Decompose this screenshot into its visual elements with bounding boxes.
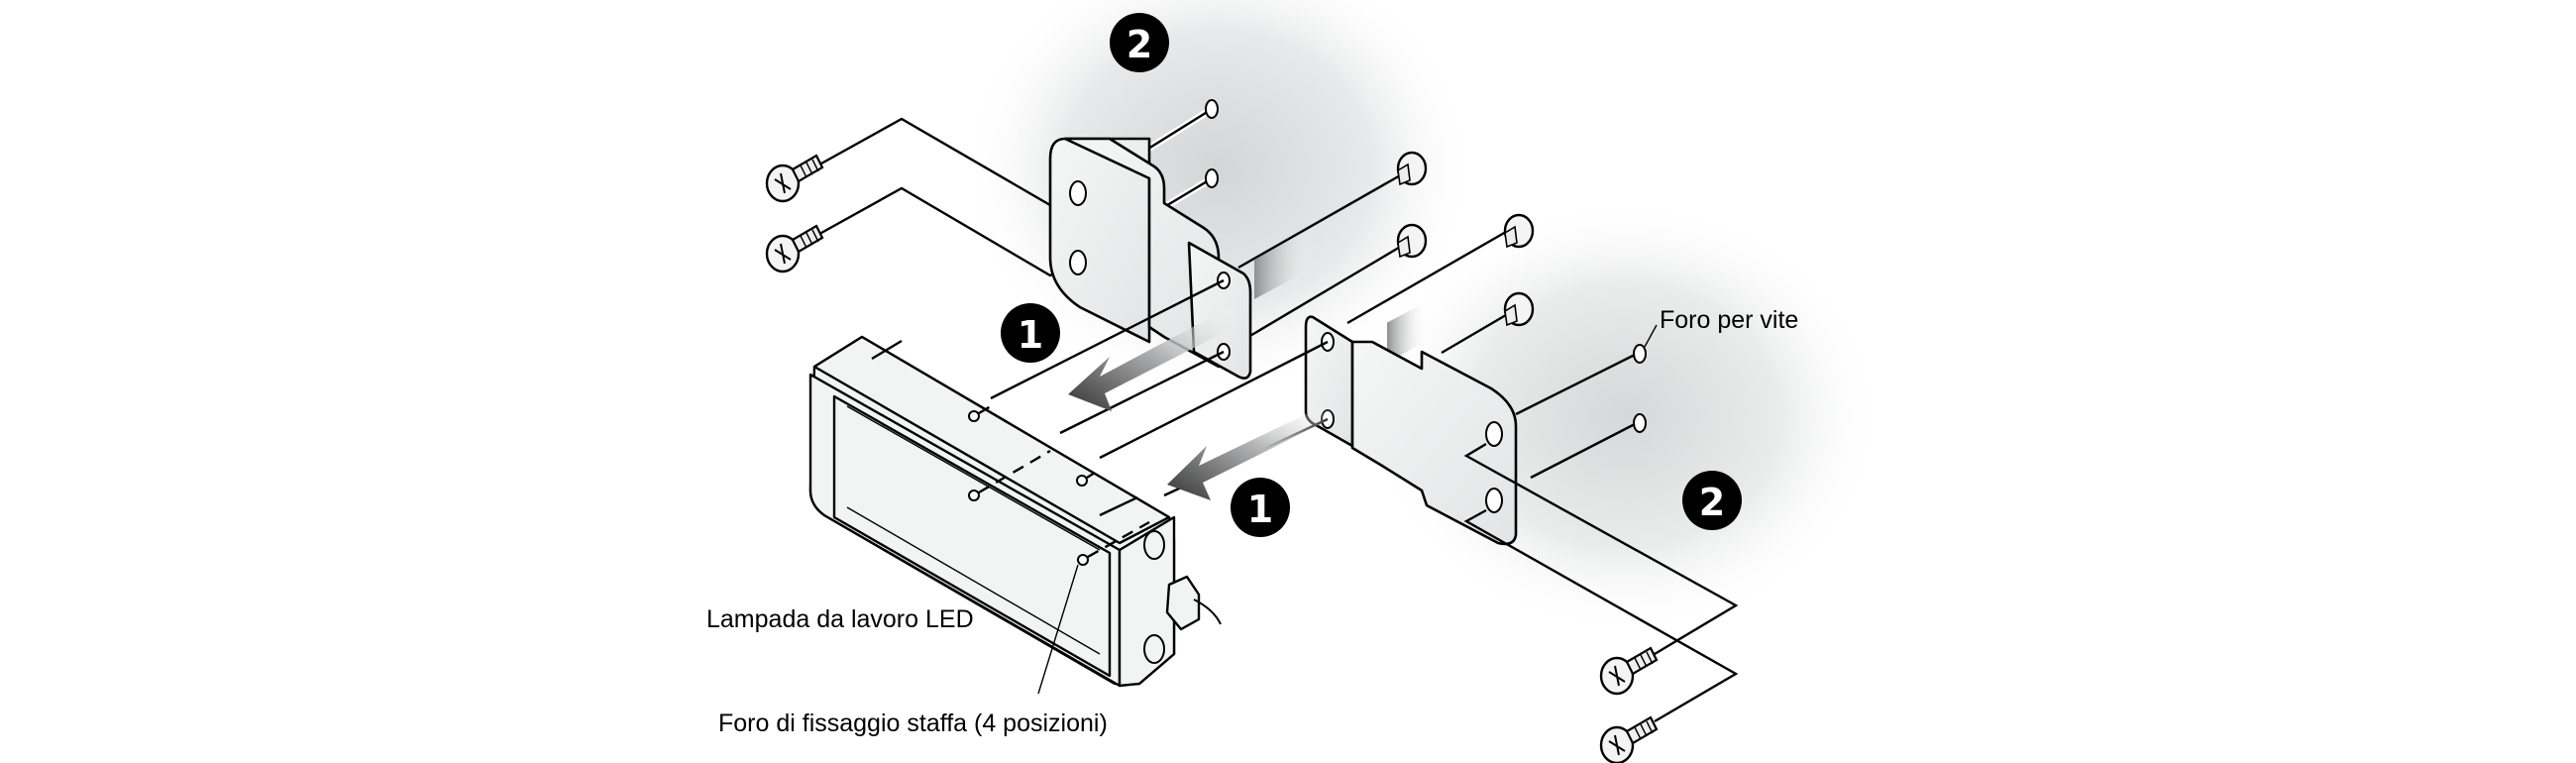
lamp-label: Lampada da lavoro LED xyxy=(706,605,974,633)
screw-icon xyxy=(1503,213,1535,249)
step-badge-1-lower: 1 xyxy=(1231,478,1290,537)
step-number: 2 xyxy=(1127,23,1152,66)
motion-slab xyxy=(1387,301,1427,363)
bracket-hole xyxy=(1069,250,1087,275)
bracket-hole xyxy=(1069,180,1087,206)
screw-icon xyxy=(1599,646,1659,696)
step-number: 1 xyxy=(1018,313,1043,357)
arrow-icon xyxy=(1068,305,1333,500)
mounting-hole-leader xyxy=(1037,564,1079,695)
step-number: 1 xyxy=(1247,488,1273,531)
right-screw-leaders xyxy=(1463,353,1739,723)
screw-icon xyxy=(1503,291,1535,327)
step-badge-2-top: 2 xyxy=(1110,13,1169,72)
screw-icon xyxy=(1396,223,1428,259)
screw-icon xyxy=(1599,715,1659,763)
motion-slab xyxy=(1254,227,1314,299)
mounting-hole xyxy=(1077,554,1089,566)
bracket-hole xyxy=(1485,488,1503,513)
screw-icon xyxy=(1396,151,1428,186)
right-bracket xyxy=(1304,315,1518,546)
screw-hole-leader xyxy=(1644,324,1658,348)
bracket-hole xyxy=(1485,421,1503,447)
mounting-hole xyxy=(1076,475,1088,487)
mounting-holes-label: Foro di fissaggio staffa (4 posizioni) xyxy=(718,709,1108,737)
screw-hole-markers xyxy=(1205,99,1647,433)
screw-icon xyxy=(765,224,824,273)
step-number: 2 xyxy=(1699,481,1725,524)
led-lamp-icon xyxy=(808,335,1222,688)
screw-icon xyxy=(765,154,824,203)
left-bracket xyxy=(1048,137,1252,380)
step-badge-2-right: 2 xyxy=(1682,471,1742,530)
step-badge-1-left: 1 xyxy=(1001,303,1060,363)
mounting-hole xyxy=(968,410,980,422)
mounting-hole xyxy=(968,490,980,501)
screw-hole-label: Foro per vite xyxy=(1660,306,1798,334)
